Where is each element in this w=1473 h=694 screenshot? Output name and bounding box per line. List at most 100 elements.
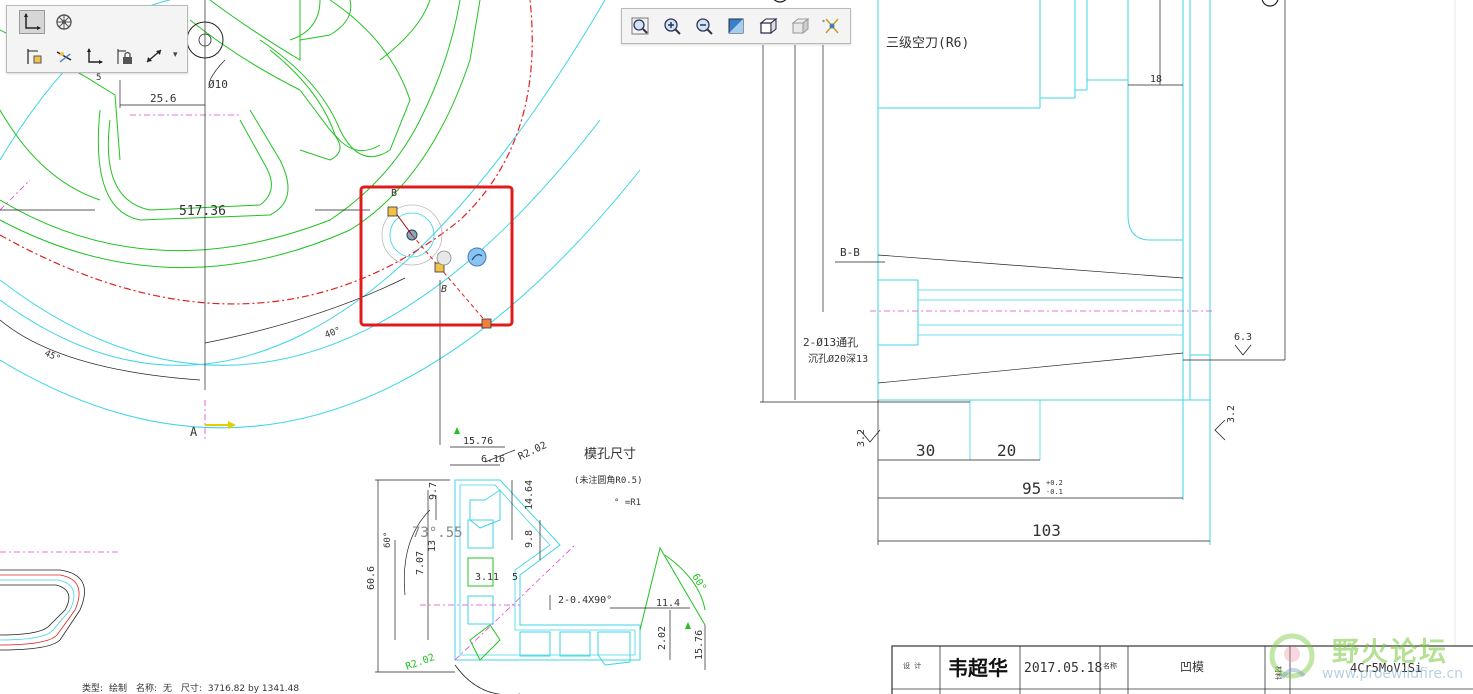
zoom-out-button[interactable] xyxy=(691,14,717,38)
datum-display-icon: * xyxy=(822,18,839,34)
detail-title: 模孔尺寸 xyxy=(584,447,636,462)
roughness-3-2-right: 3.2 xyxy=(1226,405,1237,423)
dim-9-7: 9.7 xyxy=(428,482,439,500)
dim-60deg: 60° xyxy=(383,532,393,548)
status-type-value: 绘制 xyxy=(109,684,128,694)
slope-dimension-button[interactable] xyxy=(51,44,77,68)
diagonal-dimension-icon xyxy=(146,49,162,63)
dim-5: 5 xyxy=(96,73,101,83)
die-hole-detail xyxy=(0,427,706,694)
title-material: 4Cr5MoV1Si xyxy=(1350,661,1422,675)
dim-95-tol-lower: -0.1 xyxy=(1046,488,1063,496)
dropdown-arrow-icon[interactable]: ▾ xyxy=(173,50,178,60)
status-bar: 类型: 绘制 名称: 无 尺寸: 3716.82 by 1341.48 xyxy=(82,681,305,694)
diagonal-dimension-button[interactable] xyxy=(141,44,167,68)
dim-9-8: 9.8 xyxy=(524,530,535,548)
zoom-fit-icon xyxy=(631,17,649,35)
dim-40deg: 40° xyxy=(324,326,343,341)
dim-103: 103 xyxy=(1032,521,1061,540)
lock-dimension-icon xyxy=(117,49,132,64)
dim-r2-02-bottom: R2.02 xyxy=(404,652,436,673)
dim-dia-10: Ø10 xyxy=(208,78,228,91)
label-counterbore: 沉孔Ø20深13 xyxy=(808,352,868,365)
dim-14-64: 14.64 xyxy=(524,480,535,510)
drag-handle-end xyxy=(481,318,492,329)
datum-display-button[interactable]: * xyxy=(819,14,845,38)
dim-13: 13 xyxy=(427,540,438,552)
zoom-fit-button[interactable] xyxy=(627,14,653,38)
small-profile xyxy=(0,569,85,651)
view-orient-button[interactable] xyxy=(723,14,749,38)
wheel-settings-button[interactable] xyxy=(51,10,77,34)
dim-30: 30 xyxy=(916,441,935,460)
title-label-name: 名称 xyxy=(1103,661,1117,670)
dim-5b: 5 xyxy=(512,572,518,583)
watermark-url: www.proewildfire.cn xyxy=(1322,666,1464,682)
constraint-corner-button[interactable] xyxy=(19,10,45,34)
status-size-label: 尺寸: xyxy=(180,684,202,694)
dim-11-4: 11.4 xyxy=(656,598,680,609)
status-name-label: 名称: xyxy=(135,684,157,694)
lock-dimension-button[interactable] xyxy=(111,44,137,68)
section-view xyxy=(760,0,1456,645)
selection-highlight[interactable] xyxy=(359,185,514,329)
section-label-a: A xyxy=(190,425,198,439)
dim-15-76b: 15.76 xyxy=(694,630,705,660)
title-block: 设 计 韦超华 2017.05.18 名称 凹模 材料 4Cr5MoV1Si xyxy=(891,645,1473,694)
dim-3-1: 3.11 xyxy=(475,572,499,583)
watermark-logo-icon xyxy=(1269,633,1315,680)
dim-18: 18 xyxy=(1150,74,1162,85)
highlight-box xyxy=(359,185,514,327)
zoom-in-button[interactable] xyxy=(659,14,685,38)
label-groove: 三级空刀(R6) xyxy=(886,36,969,51)
dimension-point-icon xyxy=(27,49,42,64)
detail-note: (未注圆角R0.5) xyxy=(574,474,643,486)
dim-7-07: 7.07 xyxy=(415,551,426,575)
cube-shaded-button[interactable] xyxy=(755,14,781,38)
dim-60deg-b: 60° xyxy=(689,572,708,593)
svg-text:*: * xyxy=(822,19,825,26)
watermark: 野火论坛 www.proewildfire.cn xyxy=(1262,626,1472,692)
designer-signature: 韦超华 xyxy=(948,656,1008,680)
zoom-in-icon xyxy=(664,18,681,35)
dim-73deg: 73°.55 xyxy=(412,525,463,541)
dim-15-76: 15.76 xyxy=(463,436,493,447)
section-view-text: 三级空刀(R6) 18 B-B 2-Ø13通孔 沉孔Ø20深13 6.3 3.2… xyxy=(803,36,1252,540)
dim-60-6: 60.6 xyxy=(366,566,377,590)
label-section-bb: B-B xyxy=(840,246,860,259)
dim-20: 20 xyxy=(997,441,1016,460)
title-date: 2017.05.18 xyxy=(1024,661,1102,676)
title-label-material: 材料 xyxy=(1274,666,1283,680)
dim-chamfer: 2-0.4X90° xyxy=(558,595,612,606)
corner-axes-icon xyxy=(87,48,103,64)
corner-axes-button[interactable] xyxy=(81,44,107,68)
dim-45deg: 45° xyxy=(43,349,62,365)
watermark-site-name: 野火论坛 xyxy=(1332,637,1448,668)
snap-icon xyxy=(467,247,487,267)
view-orient-icon xyxy=(728,18,744,34)
dim-2-02: 2.02 xyxy=(657,626,668,650)
status-type-label: 类型: xyxy=(82,684,104,694)
wheel-dimensions: Ø10 25.6 517.36 40° 45° A B B 5 xyxy=(43,73,447,439)
drag-handle-top xyxy=(387,206,398,217)
cube-hidden-button[interactable] xyxy=(787,14,813,38)
cursor-icon xyxy=(436,250,452,266)
dimension-toolbar: ▾ xyxy=(6,5,188,73)
cube-shaded-icon xyxy=(759,17,778,35)
detail-note2: ° =R1 xyxy=(614,498,641,508)
dim-95: 95 xyxy=(1022,479,1041,498)
roughness-3-2-left: 3.2 xyxy=(856,429,867,447)
dim-25-6: 25.6 xyxy=(150,92,177,105)
constraint-corner-icon xyxy=(24,13,41,30)
label-through-holes: 2-Ø13通孔 xyxy=(803,336,858,349)
title-label-design: 设 计 xyxy=(903,661,921,670)
section-label-b-top: B xyxy=(391,188,397,199)
cube-hidden-icon xyxy=(791,17,810,35)
dim-517-36: 517.36 xyxy=(179,204,226,219)
status-name-value: 无 xyxy=(162,684,172,694)
dimension-point-button[interactable] xyxy=(21,44,47,68)
wheel-settings-icon xyxy=(56,14,72,30)
section-label-b-bottom: B xyxy=(441,284,447,295)
status-size-value: 3716.82 by 1341.48 xyxy=(207,684,300,694)
